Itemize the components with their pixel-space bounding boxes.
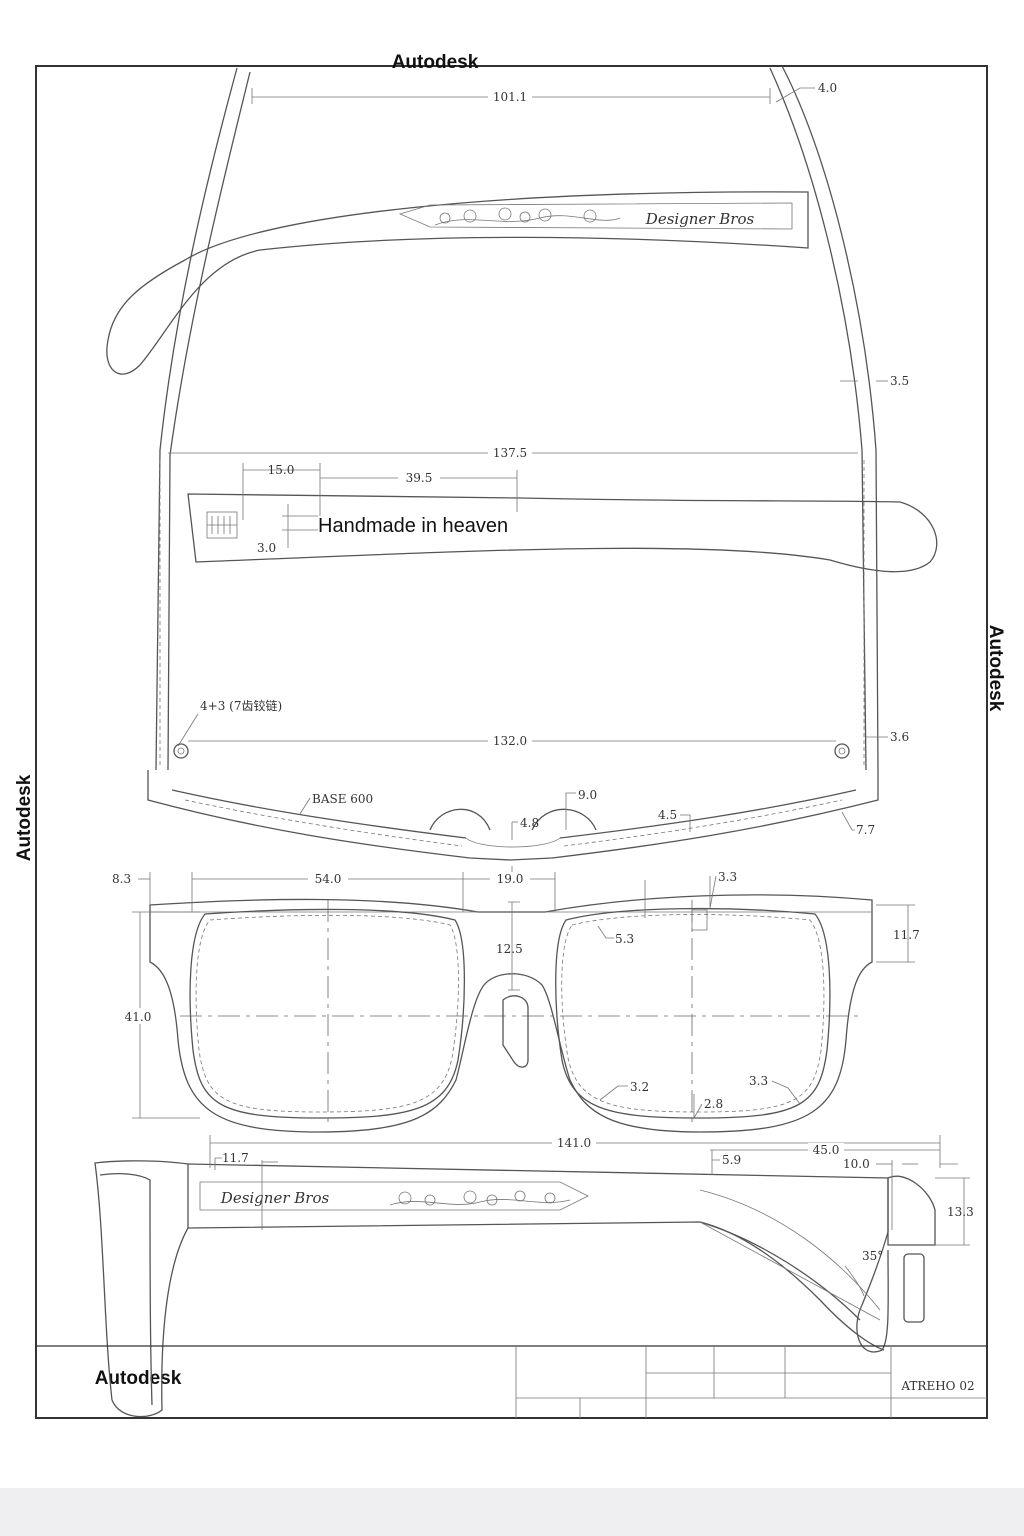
drawing-code: ATREHO 02 <box>900 1379 974 1393</box>
dim-front-offset: 11.7 <box>222 1151 249 1165</box>
right-lens <box>555 907 831 1119</box>
top-frame-curve <box>147 770 879 861</box>
side-view: Designer Bros 141.0 11.7 45.0 5.9 10.0 <box>94 1135 974 1418</box>
dim-temple-gap: 101.1 <box>493 90 527 104</box>
watermark-right: Autodesk <box>985 625 1006 712</box>
dim-lug-height: 11.7 <box>893 928 920 942</box>
dim-tip-height: 13.3 <box>947 1205 974 1219</box>
dim-temple-thickness-top: 4.0 <box>818 81 837 95</box>
dim-bend-length: 45.0 <box>813 1143 840 1157</box>
base-note: BASE 600 <box>312 792 373 806</box>
dim-endpiece-width: 8.3 <box>112 872 131 886</box>
dim-inner-radius: 5.3 <box>615 932 634 946</box>
side-temple-arm <box>187 1163 889 1353</box>
dim-bridge-width: 19.0 <box>497 872 524 886</box>
drawing-frame <box>35 65 988 1419</box>
dim-lens-height: 41.0 <box>125 1010 152 1024</box>
dim-bend-angle: 35° <box>862 1249 883 1263</box>
temple-profile-upper <box>106 191 809 375</box>
dim-bridge-height: 12.5 <box>496 942 523 956</box>
left-lens <box>189 908 466 1119</box>
top-view: Designer Bros Handmade in heaven 101.1 4… <box>106 65 938 880</box>
front-view: 8.3 54.0 19.0 3.3 5.3 12.5 11.7 41.0 3 <box>112 870 920 1133</box>
dim-tip-length: 10.0 <box>843 1157 870 1171</box>
dim-text-offset: 15.0 <box>268 463 295 477</box>
watermark-bottom: Autodesk <box>95 1368 182 1389</box>
dim-lens-width: 54.0 <box>315 872 342 886</box>
side-engraving-band <box>199 1181 589 1211</box>
dim-rim-thickness: 4.5 <box>658 808 677 822</box>
engraving-text: Handmade in heaven <box>318 515 508 537</box>
bottom-strip <box>0 1488 1024 1536</box>
side-temple-logo: Designer Bros <box>220 1189 330 1207</box>
temple-logo-upper: Designer Bros <box>645 210 755 228</box>
front-frame-outline <box>149 894 873 1133</box>
temple-tip <box>887 1175 936 1246</box>
dim-bridge-thickness: 4.8 <box>520 816 539 830</box>
left-hinge <box>173 743 189 759</box>
watermark-left: Autodesk <box>14 774 35 861</box>
left-temple-arm <box>155 67 238 771</box>
right-hinge <box>834 743 850 759</box>
watermark-top: Autodesk <box>392 52 479 73</box>
dim-hinge-right: 3.6 <box>890 730 909 744</box>
hinge-note: 4+3 (7齿铰链) <box>200 698 282 713</box>
dim-endpiece: 7.7 <box>856 823 875 837</box>
temple-tip-end <box>903 1253 925 1323</box>
dim-text-height: 3.0 <box>257 541 276 555</box>
dim-total-width: 137.5 <box>493 446 527 460</box>
dim-hinge-span: 132.0 <box>493 734 527 748</box>
temple-profile-lower <box>187 493 938 573</box>
title-block: ATREHO 02 <box>36 1345 987 1418</box>
dim-corner-left: 3.2 <box>630 1080 649 1094</box>
dim-top-rim: 3.3 <box>718 870 737 884</box>
dim-temple-width: 3.5 <box>890 374 909 388</box>
side-frame-section <box>94 1160 189 1418</box>
dim-temple-length: 141.0 <box>557 1136 591 1150</box>
dim-bottom-rim: 2.8 <box>704 1097 723 1111</box>
dim-text-length: 39.5 <box>406 471 433 485</box>
right-temple-arm <box>769 67 867 771</box>
dim-bridge-top: 9.0 <box>578 788 597 802</box>
dim-step: 5.9 <box>722 1153 741 1167</box>
nose-pad <box>502 995 529 1068</box>
dim-corner-right: 3.3 <box>749 1074 768 1088</box>
